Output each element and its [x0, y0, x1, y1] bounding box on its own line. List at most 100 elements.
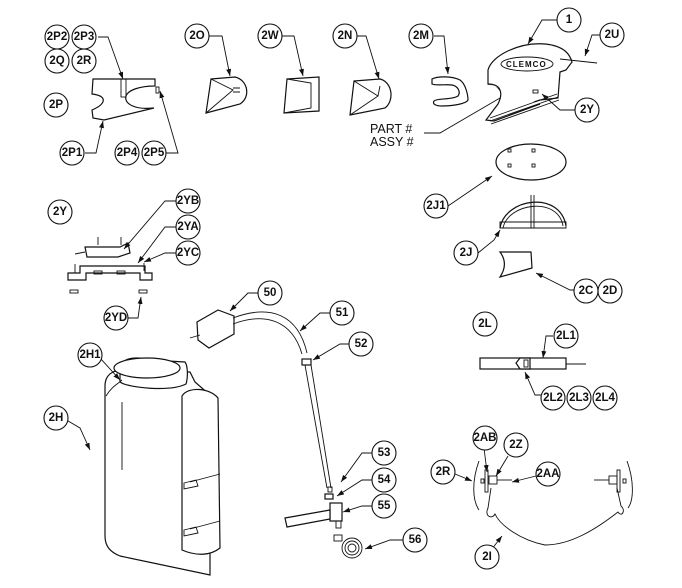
callout-2O[interactable]: 2O [184, 23, 210, 49]
callout-2AB[interactable]: 2AB [472, 425, 498, 451]
svg-text:55: 55 [378, 500, 391, 512]
callout-2Q[interactable]: 2Q [44, 48, 70, 74]
callout-52[interactable]: 52 [348, 331, 374, 357]
crown-pad-part [495, 143, 567, 181]
callout-2P[interactable]: 2P [43, 92, 69, 118]
svg-text:2L3: 2L3 [569, 392, 589, 404]
callout-2L2[interactable]: 2L2 [540, 385, 566, 411]
svg-text:2P4: 2P4 [117, 147, 138, 159]
callout-2L3[interactable]: 2L3 [566, 385, 592, 411]
callout-1[interactable]: 1 [556, 7, 582, 33]
svg-text:2YC: 2YC [177, 247, 199, 259]
svg-text:2J: 2J [460, 247, 473, 259]
callout-55[interactable]: 55 [371, 493, 397, 519]
svg-text:2I: 2I [482, 551, 492, 563]
svg-text:50: 50 [264, 287, 277, 299]
svg-text:2D: 2D [603, 285, 618, 297]
callout-2H[interactable]: 2H [43, 405, 69, 431]
callout-2Y-helmet[interactable]: 2Y [574, 97, 600, 123]
callout-2M[interactable]: 2M [408, 23, 434, 49]
air-supply-assembly [189, 309, 363, 559]
svg-text:2Q: 2Q [49, 55, 64, 67]
chin-strap-assembly [473, 460, 633, 546]
svg-text:2YD: 2YD [105, 312, 127, 324]
svg-text:2Y: 2Y [53, 206, 67, 218]
svg-text:2R: 2R [77, 55, 92, 67]
svg-text:2P2: 2P2 [47, 31, 67, 43]
callout-2YC[interactable]: 2YC [175, 240, 201, 266]
face-seal-part [431, 76, 469, 107]
bib-part [498, 251, 533, 279]
callout-2P5[interactable]: 2P5 [141, 140, 167, 166]
callout-2YB[interactable]: 2YB [175, 188, 201, 214]
svg-text:2O: 2O [189, 30, 204, 42]
svg-text:2P5: 2P5 [144, 147, 165, 159]
assy-number-label: ASSY # [370, 135, 414, 149]
callout-2P4[interactable]: 2P4 [114, 140, 140, 166]
svg-text:2L2: 2L2 [543, 392, 563, 404]
2Y-bracket-assembly [67, 237, 153, 294]
svg-text:2M: 2M [413, 30, 429, 42]
callout-2R-bottom[interactable]: 2R [430, 459, 456, 485]
svg-text:2Y: 2Y [580, 104, 594, 116]
callout-2J1[interactable]: 2J1 [423, 193, 449, 219]
svg-text:2P3: 2P3 [74, 31, 94, 43]
callout-2C[interactable]: 2C [573, 278, 599, 304]
svg-text:56: 56 [409, 534, 422, 546]
bracket-2P-part [91, 78, 160, 121]
callout-2AA[interactable]: 2AA [535, 461, 561, 487]
svg-text:51: 51 [336, 307, 349, 319]
svg-text:2N: 2N [338, 30, 353, 42]
svg-text:2U: 2U [605, 29, 620, 41]
svg-text:2AA: 2AA [536, 468, 559, 480]
svg-text:2H1: 2H1 [79, 349, 101, 361]
callout-54[interactable]: 54 [371, 467, 397, 493]
part-number-label: PART # [370, 122, 412, 136]
callout-2Z[interactable]: 2Z [503, 432, 529, 458]
leader-lines [62, 19, 600, 555]
svg-text:2R: 2R [436, 466, 451, 478]
svg-text:2C: 2C [579, 285, 594, 297]
callout-2I[interactable]: 2I [474, 544, 500, 570]
clemco-logo: CLEMCO [506, 60, 547, 69]
svg-text:53: 53 [378, 447, 391, 459]
svg-text:2YA: 2YA [177, 221, 198, 233]
callout-2P1[interactable]: 2P1 [59, 140, 85, 166]
callout-56[interactable]: 56 [402, 527, 428, 553]
callout-2L4[interactable]: 2L4 [592, 385, 618, 411]
callout-2P2[interactable]: 2P2 [44, 24, 70, 50]
svg-text:2L1: 2L1 [556, 330, 576, 342]
callout-2N[interactable]: 2N [332, 23, 358, 49]
callout-2YA[interactable]: 2YA [175, 214, 201, 240]
bottle-2H-part [104, 357, 221, 576]
callout-50[interactable]: 50 [257, 280, 283, 306]
callout-2L1[interactable]: 2L1 [553, 323, 579, 349]
svg-text:2AB: 2AB [473, 432, 496, 444]
svg-text:2J1: 2J1 [426, 200, 446, 212]
headband-part [499, 195, 567, 229]
svg-text:2W: 2W [261, 30, 278, 42]
callout-2H1[interactable]: 2H1 [77, 342, 103, 368]
svg-text:2Z: 2Z [509, 439, 522, 451]
svg-text:2P: 2P [49, 99, 63, 111]
svg-text:52: 52 [355, 338, 368, 350]
callout-2Y-group[interactable]: 2Y [47, 199, 73, 225]
callout-2J[interactable]: 2J [453, 240, 479, 266]
callout-51[interactable]: 51 [329, 300, 355, 326]
callout-2W[interactable]: 2W [257, 23, 283, 49]
callout-2R-top[interactable]: 2R [71, 48, 97, 74]
callout-2D[interactable]: 2D [597, 278, 623, 304]
strap-2L-part [479, 357, 586, 370]
callout-53[interactable]: 53 [371, 440, 397, 466]
callout-2U[interactable]: 2U [599, 22, 625, 48]
lens-2N-part [349, 78, 392, 116]
callout-2L[interactable]: 2L [472, 311, 498, 337]
callout-2P3[interactable]: 2P3 [71, 24, 97, 50]
svg-text:54: 54 [378, 474, 391, 486]
svg-text:2YB: 2YB [177, 195, 199, 207]
svg-text:2L: 2L [478, 318, 491, 330]
callout-2YD[interactable]: 2YD [103, 305, 129, 331]
svg-text:2H: 2H [49, 412, 64, 424]
svg-text:2L4: 2L4 [595, 392, 615, 404]
